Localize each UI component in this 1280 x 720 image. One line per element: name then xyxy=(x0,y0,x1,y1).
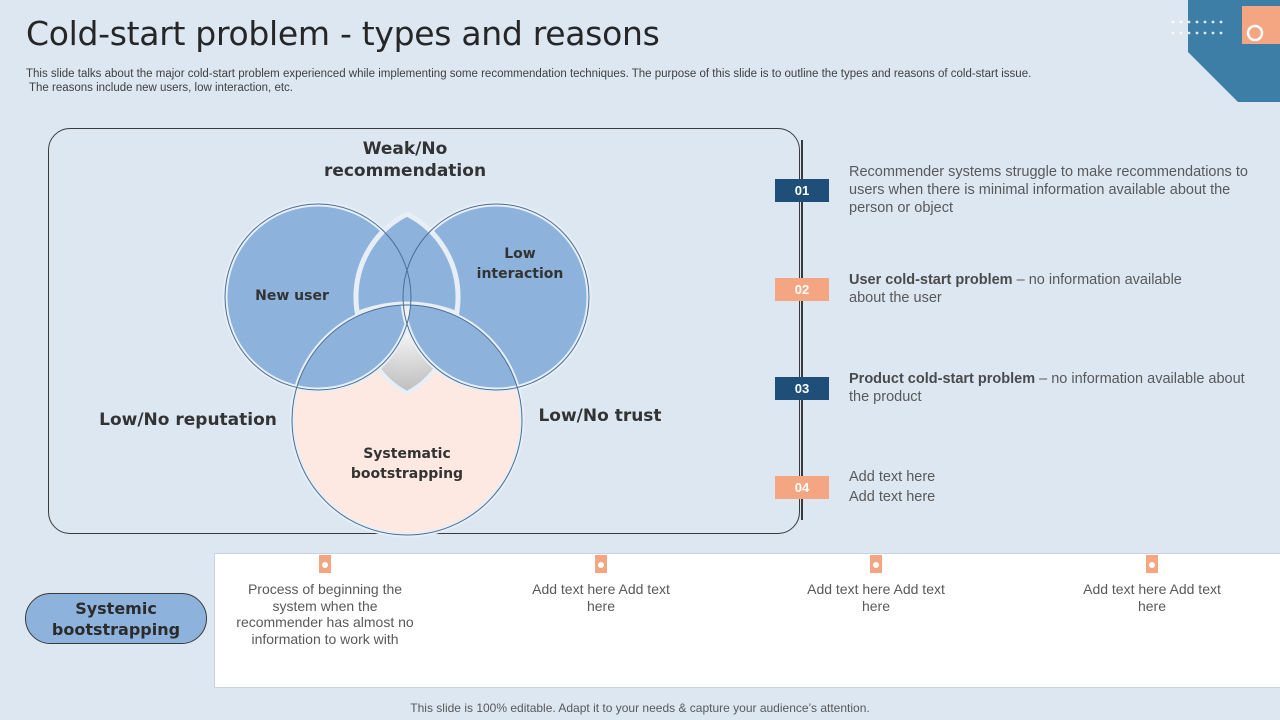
venn-outlines xyxy=(224,203,590,536)
badge-03: 03 xyxy=(775,377,829,400)
circle-label-systematic: Systematic bootstrapping xyxy=(340,444,474,484)
point-04-text-2: Add text here xyxy=(849,489,936,505)
bottom-column-2: Add text here Add text here xyxy=(532,581,670,614)
bottom-column-1: Process of beginning the system when the… xyxy=(236,581,414,647)
corner-decoration xyxy=(1171,0,1280,102)
circle-label-new-user: New user xyxy=(255,288,329,304)
venn-top-label: Weak/No recommendation xyxy=(300,138,510,182)
page-subtitle: This slide talks about the major cold-st… xyxy=(26,67,1086,95)
venn-right-label: Low/No trust xyxy=(538,406,662,426)
pin-icon xyxy=(319,555,331,573)
point-01: Recommender systems struggle to make rec… xyxy=(849,163,1259,217)
bottom-panel xyxy=(214,553,1280,688)
pill-line-1: Systemic xyxy=(75,599,157,618)
point-02: User cold-start problem – no information… xyxy=(849,271,1189,307)
point-02-text: – no information available about the use… xyxy=(849,272,1182,306)
circle-label-low-interaction-line1: Low xyxy=(504,246,536,262)
point-04: Add text here Add text here xyxy=(849,468,1259,506)
venn-top-label-line1: Weak/No xyxy=(362,139,448,159)
pin-icon xyxy=(1146,555,1158,573)
circle-label-low-interaction: Low interaction xyxy=(470,244,570,284)
bottom-column-3: Add text here Add text here xyxy=(807,581,945,614)
venn-left-label: Low/No reputation xyxy=(99,410,277,430)
pill-line-2: bootstrapping xyxy=(51,620,181,639)
pin-icon xyxy=(595,555,607,573)
systemic-bootstrapping-pill: Systemic bootstrapping xyxy=(25,593,207,644)
point-01-text: Recommender systems struggle to make rec… xyxy=(849,164,1248,216)
footer-note: This slide is 100% editable. Adapt it to… xyxy=(410,701,870,715)
pin-icon xyxy=(870,555,882,573)
point-02-bold: User cold-start problem xyxy=(849,272,1013,288)
point-03: Product cold-start problem – no informat… xyxy=(849,370,1259,406)
circle-label-low-interaction-line2: interaction xyxy=(476,266,564,282)
page-title: Cold-start problem - types and reasons xyxy=(26,14,660,53)
point-03-text: – no information available about the pro… xyxy=(849,371,1245,405)
venn-top-label-line2: recommendation xyxy=(323,161,487,181)
point-04-text-1: Add text here xyxy=(849,469,936,485)
badge-04: 04 xyxy=(775,476,829,499)
circle-label-systematic-line1: Systematic xyxy=(363,446,451,462)
badge-01: 01 xyxy=(775,179,829,202)
point-03-bold: Product cold-start problem xyxy=(849,371,1036,387)
bottom-column-4: Add text here Add text here xyxy=(1083,581,1221,614)
subtitle-line-1: This slide talks about the major cold-st… xyxy=(26,68,1032,80)
timeline-line xyxy=(801,140,803,520)
subtitle-line-2: The reasons include new users, low inter… xyxy=(26,82,293,94)
badge-02: 02 xyxy=(775,278,829,301)
circle-label-systematic-line2: bootstrapping xyxy=(350,466,464,482)
